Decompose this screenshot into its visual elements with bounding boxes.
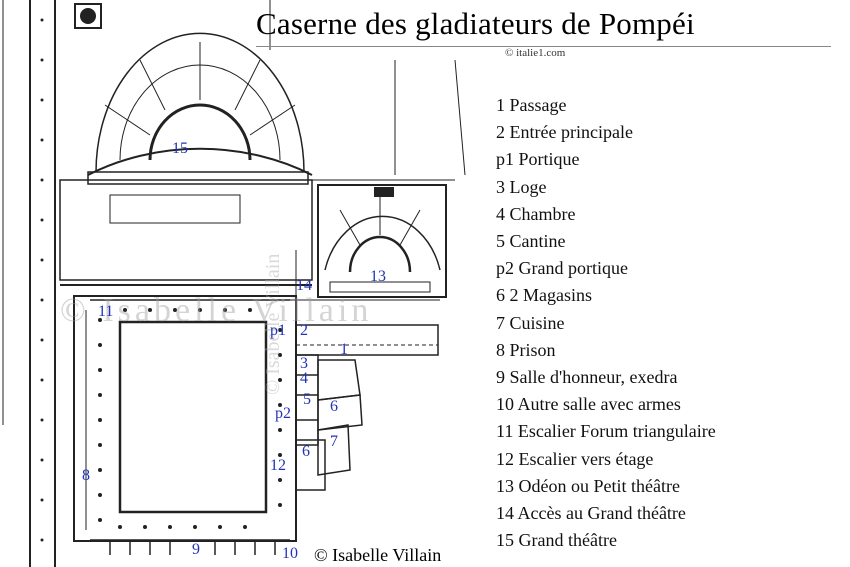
- plan-label-7: 7: [330, 433, 338, 450]
- plan-label-3: 3: [300, 355, 308, 372]
- plan-label-12: 12: [270, 457, 286, 474]
- legend-item: 15 Grand théâtre: [496, 530, 617, 551]
- plan-label-2: 2: [300, 322, 308, 339]
- plan-label-5: 5: [303, 391, 311, 408]
- plan-label-4: 4: [300, 370, 308, 387]
- site-credit: © italie1.com: [505, 47, 566, 59]
- plan-label-8: 8: [82, 467, 90, 484]
- legend-item: 2 Entrée principale: [496, 122, 633, 143]
- legend-item: 8 Prison: [496, 339, 556, 360]
- plan-label-p1: p1: [270, 322, 286, 339]
- legend-item: 11 Escalier Forum triangulaire: [496, 421, 716, 442]
- legend-item: 14 Accès au Grand théâtre: [496, 503, 686, 524]
- legend-item: 4 Chambre: [496, 203, 576, 224]
- plan-label-p2: p2: [275, 405, 291, 422]
- legend-item: 5 Cantine: [496, 231, 566, 252]
- legend-item: 3 Loge: [496, 176, 547, 197]
- legend-item: 7 Cuisine: [496, 312, 565, 333]
- legend-item: 10 Autre salle avec armes: [496, 394, 681, 415]
- plan-label-6b: 6: [302, 443, 310, 460]
- grand-theatre-outline: [87, 147, 313, 176]
- plan-label-9: 9: [192, 541, 200, 558]
- legend-item: 9 Salle d'honneur, exedra: [496, 367, 678, 388]
- plan-label-6a: 6: [330, 398, 338, 415]
- author-credit: © Isabelle Villain: [314, 545, 442, 565]
- plan-label-10: 10: [282, 545, 298, 562]
- title-divider: [256, 46, 831, 47]
- legend-item: p2 Grand portique: [496, 258, 628, 279]
- plan-label-15: 15: [172, 140, 188, 157]
- watermark: © Isabelle Villain: [60, 292, 373, 329]
- courtyard: [118, 320, 268, 514]
- plan-label-11: 11: [98, 303, 114, 320]
- plan-label-14: 14: [296, 277, 312, 294]
- legend-item: 1 Passage: [496, 95, 567, 115]
- legend-item: 13 Odéon ou Petit théâtre: [496, 475, 680, 496]
- legend-item: 12 Escalier vers étage: [496, 448, 654, 469]
- legend: 1 Passage 2 Entrée principale p1 Portiqu…: [496, 92, 716, 554]
- odeon-outline: [317, 184, 447, 298]
- plan-label-1: 1: [340, 341, 348, 358]
- plan-label-13: 13: [370, 268, 386, 285]
- page-title: Caserne des gladiateurs de Pompéi: [256, 6, 695, 41]
- legend-item: p1 Portique: [496, 149, 580, 170]
- legend-item: 6 2 Magasins: [496, 285, 592, 306]
